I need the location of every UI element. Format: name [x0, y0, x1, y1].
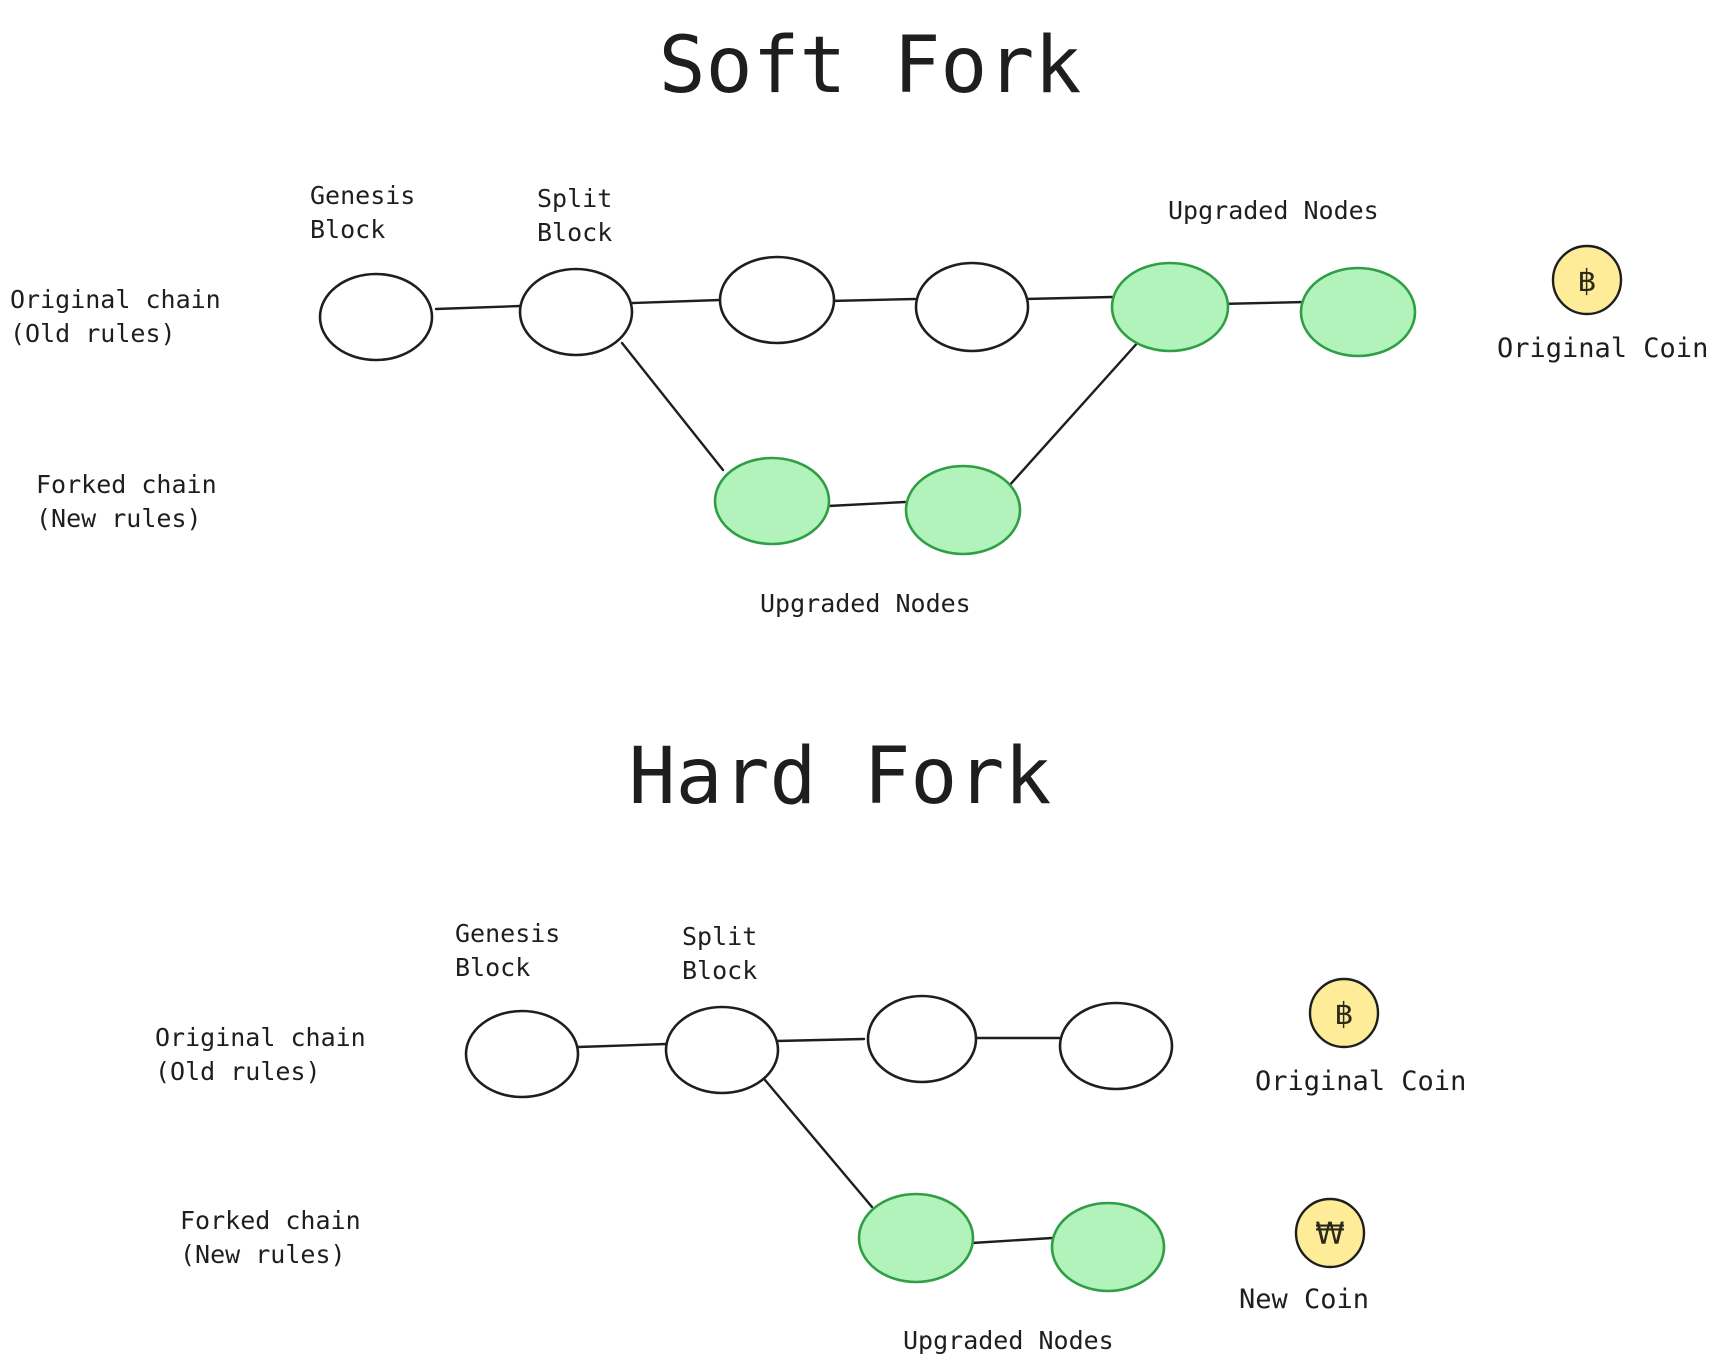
soft-edge-up1-up2	[1216, 300, 1307, 306]
hard-genesis-label-line1: Genesis	[455, 919, 560, 948]
soft-fork-title: Soft Fork	[659, 21, 1082, 111]
soft-edge-split-b3	[630, 298, 722, 305]
hard-forked-chain-label-line1: Forked chain	[180, 1206, 361, 1235]
soft-original-coin-symbol: ฿	[1577, 264, 1596, 299]
soft-forked-chain-label-line1: Forked chain	[36, 470, 217, 499]
hard-split-block	[664, 1005, 780, 1095]
soft-split-label-line2: Block	[537, 218, 612, 247]
soft-original-block-4	[914, 261, 1030, 353]
hard-forked-block-2	[1050, 1201, 1166, 1293]
hard-fork-section: Hard Fork Original chain (Old rules) For…	[155, 732, 1466, 1355]
soft-original-coin-label: Original Coin	[1497, 333, 1708, 364]
hard-edge-split-b3	[774, 1037, 866, 1043]
hard-split-label-line1: Split	[682, 922, 757, 951]
hard-fork-title: Hard Fork	[629, 732, 1052, 822]
hard-original-block-3	[866, 994, 978, 1084]
soft-split-label-line1: Split	[537, 184, 612, 213]
soft-edge-fork1-fork2	[826, 500, 907, 508]
soft-original-chain-label-line2: (Old rules)	[10, 319, 176, 348]
hard-original-coin-label: Original Coin	[1255, 1066, 1466, 1097]
hard-original-coin-icon	[1308, 977, 1380, 1049]
hard-original-coin-symbol: ฿	[1334, 997, 1353, 1032]
soft-original-block-3	[718, 255, 836, 345]
hard-genesis-block	[464, 1009, 580, 1099]
soft-upgraded-nodes-top-label: Upgraded Nodes	[1168, 196, 1379, 225]
soft-forked-block-1	[713, 456, 831, 546]
hard-upgraded-nodes-label: Upgraded Nodes	[903, 1326, 1114, 1355]
soft-original-chain-label-line1: Original chain	[10, 285, 221, 314]
hard-split-label-line2: Block	[682, 956, 757, 985]
soft-upgraded-block-2	[1299, 266, 1417, 358]
soft-upgraded-nodes-bottom-label: Upgraded Nodes	[760, 589, 971, 618]
hard-edge-split-fork1	[763, 1078, 874, 1209]
soft-edge-b3-b4	[828, 297, 917, 303]
soft-fork-section: Soft Fork Original chain (Old rules) For…	[10, 21, 1708, 618]
hard-forked-chain-label-line2: (New rules)	[180, 1240, 346, 1269]
hard-new-coin-label: New Coin	[1239, 1284, 1369, 1315]
hard-edge-genesis-split	[576, 1042, 668, 1049]
hard-genesis-label-line2: Block	[455, 953, 530, 982]
soft-edge-genesis-split	[434, 304, 522, 311]
soft-split-block	[518, 267, 634, 357]
hard-forked-block-1	[857, 1192, 975, 1284]
soft-forked-chain-label-line2: (New rules)	[36, 504, 202, 533]
soft-edge-b4-up1	[1023, 295, 1114, 301]
hard-edge-fork1-fork2	[970, 1236, 1054, 1245]
soft-edge-split-fork1	[620, 341, 725, 472]
hard-original-block-4	[1058, 1001, 1174, 1091]
soft-upgraded-block-1	[1110, 261, 1230, 353]
hard-original-chain-label-line2: (Old rules)	[155, 1057, 321, 1086]
soft-genesis-label-line1: Genesis	[310, 181, 415, 210]
hard-original-chain-label-line1: Original chain	[155, 1023, 366, 1052]
hard-new-coin-symbol: ₩	[1315, 1217, 1345, 1252]
soft-genesis-block	[318, 272, 434, 362]
soft-original-coin-icon	[1551, 244, 1623, 316]
soft-edge-fork2-up1	[1006, 338, 1142, 489]
hard-new-coin-icon	[1294, 1197, 1366, 1269]
soft-genesis-label-line2: Block	[310, 215, 385, 244]
soft-forked-block-2	[904, 464, 1022, 556]
